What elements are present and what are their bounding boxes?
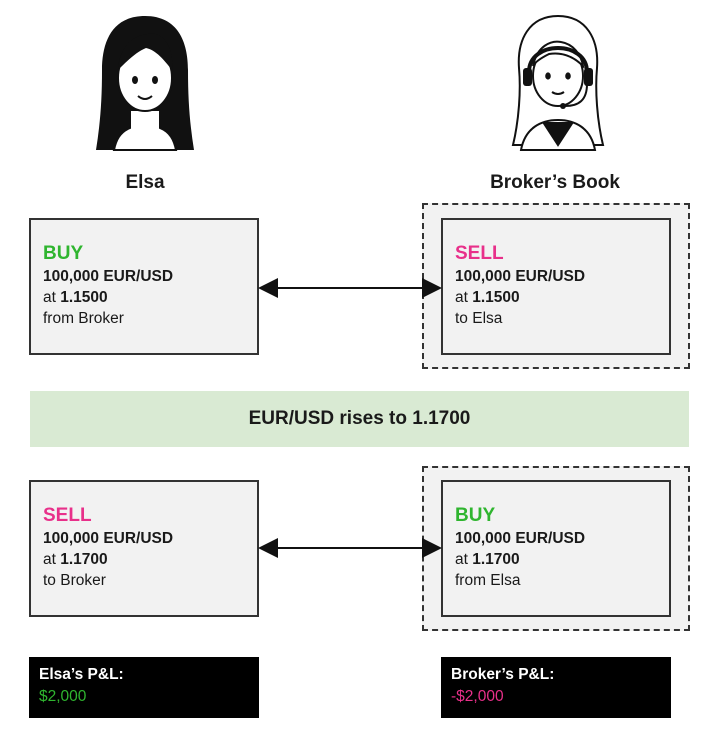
trade-action: BUY (455, 505, 496, 526)
trade-counterparty: from Elsa (455, 572, 521, 589)
trade-pair: 100,000 EUR/USD (43, 268, 174, 285)
market-move-banner: EUR/USD rises to 1.1700 (30, 391, 689, 447)
trade-counterparty: to Elsa (455, 310, 503, 327)
broker-sell-trade: SELL 100,000 EUR/USD at 1.1500 to Elsa (441, 218, 671, 355)
trade-pair: 100,000 EUR/USD (43, 530, 174, 547)
operator-headset-icon (511, 14, 605, 151)
broker-name: Broker’s Book (490, 172, 620, 193)
woman-long-hair-icon (96, 16, 194, 151)
trade-rate: 1.1700 (472, 551, 520, 568)
trade-rate: 1.1500 (60, 289, 108, 306)
broker-pnl-box: Broker’s P&L: -$2,000 (441, 657, 671, 718)
trade-at: at (455, 289, 468, 306)
trade-action: SELL (455, 243, 504, 264)
broker-avatar (503, 10, 613, 160)
pnl-title: Broker’s P&L: (451, 666, 555, 683)
elsa-buy-trade: BUY 100,000 EUR/USD at 1.1500 from Broke… (29, 218, 259, 355)
pnl-value: -$2,000 (451, 688, 504, 705)
trade-rate: 1.1700 (60, 551, 108, 568)
trade-counterparty: from Broker (43, 310, 124, 327)
trade-pair: 100,000 EUR/USD (455, 530, 586, 547)
elsa-pnl-box: Elsa’s P&L: $2,000 (29, 657, 259, 718)
trade-at: at (43, 289, 56, 306)
trade-counterparty: to Broker (43, 572, 106, 589)
trade-at: at (455, 551, 468, 568)
elsa-avatar (90, 10, 200, 160)
trade-at: at (43, 551, 56, 568)
trade-action: BUY (43, 243, 84, 264)
elsa-sell-trade: SELL 100,000 EUR/USD at 1.1700 to Broker (29, 480, 259, 617)
pnl-value: $2,000 (39, 688, 87, 705)
elsa-name: Elsa (125, 172, 165, 193)
broker-buy-trade: BUY 100,000 EUR/USD at 1.1700 from Elsa (441, 480, 671, 617)
trade-action: SELL (43, 505, 92, 526)
trade-rate: 1.1500 (472, 289, 520, 306)
trade-pair: 100,000 EUR/USD (455, 268, 586, 285)
pnl-title: Elsa’s P&L: (39, 666, 124, 683)
